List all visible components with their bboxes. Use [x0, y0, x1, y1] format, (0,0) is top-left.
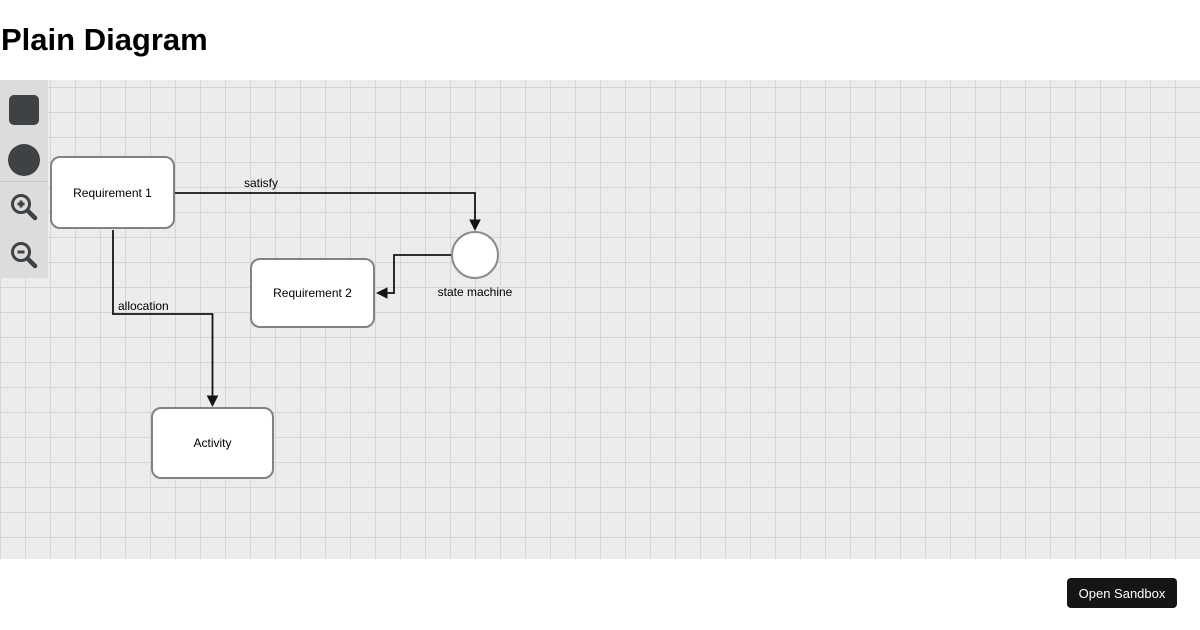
node-label: Requirement 2 — [273, 286, 352, 300]
node-label: Requirement 1 — [73, 185, 152, 200]
arrowhead-down-icon — [206, 395, 219, 407]
node-label-state-machine: state machine — [437, 285, 513, 299]
diagram-canvas[interactable]: Requirement 1 Requirement 2 Activity sta… — [0, 80, 1200, 559]
edge-satisfy[interactable] — [175, 192, 481, 231]
zoom-in-button[interactable] — [0, 182, 48, 231]
edge-label-satisfy: satisfy — [244, 176, 279, 190]
node-activity[interactable]: Activity — [151, 407, 274, 479]
add-rectangle-button[interactable] — [0, 80, 48, 130]
edge-line — [175, 192, 476, 221]
open-sandbox-button[interactable]: Open Sandbox — [1067, 578, 1177, 608]
node-state-machine[interactable] — [451, 231, 499, 279]
edge-allocation[interactable] — [112, 230, 219, 407]
page-title: Plain Diagram — [1, 22, 208, 57]
arrowhead-down-icon — [469, 219, 481, 231]
circle-icon — [8, 143, 40, 176]
toolbar — [0, 80, 48, 278]
zoom-in-icon — [11, 193, 38, 220]
node-requirement-2[interactable]: Requirement 2 — [250, 258, 375, 328]
edge-line — [112, 230, 214, 397]
toolbar-separator — [0, 181, 48, 182]
zoom-out-icon — [11, 242, 38, 269]
add-circle-button[interactable] — [0, 130, 48, 181]
square-icon — [9, 95, 39, 125]
arrowhead-left-icon — [376, 287, 388, 299]
node-requirement-1[interactable]: Requirement 1 — [50, 156, 175, 229]
zoom-out-button[interactable] — [0, 231, 48, 279]
edges-layer — [112, 192, 481, 407]
node-label: Activity — [193, 436, 232, 450]
edge-label-allocation: allocation — [118, 299, 169, 313]
